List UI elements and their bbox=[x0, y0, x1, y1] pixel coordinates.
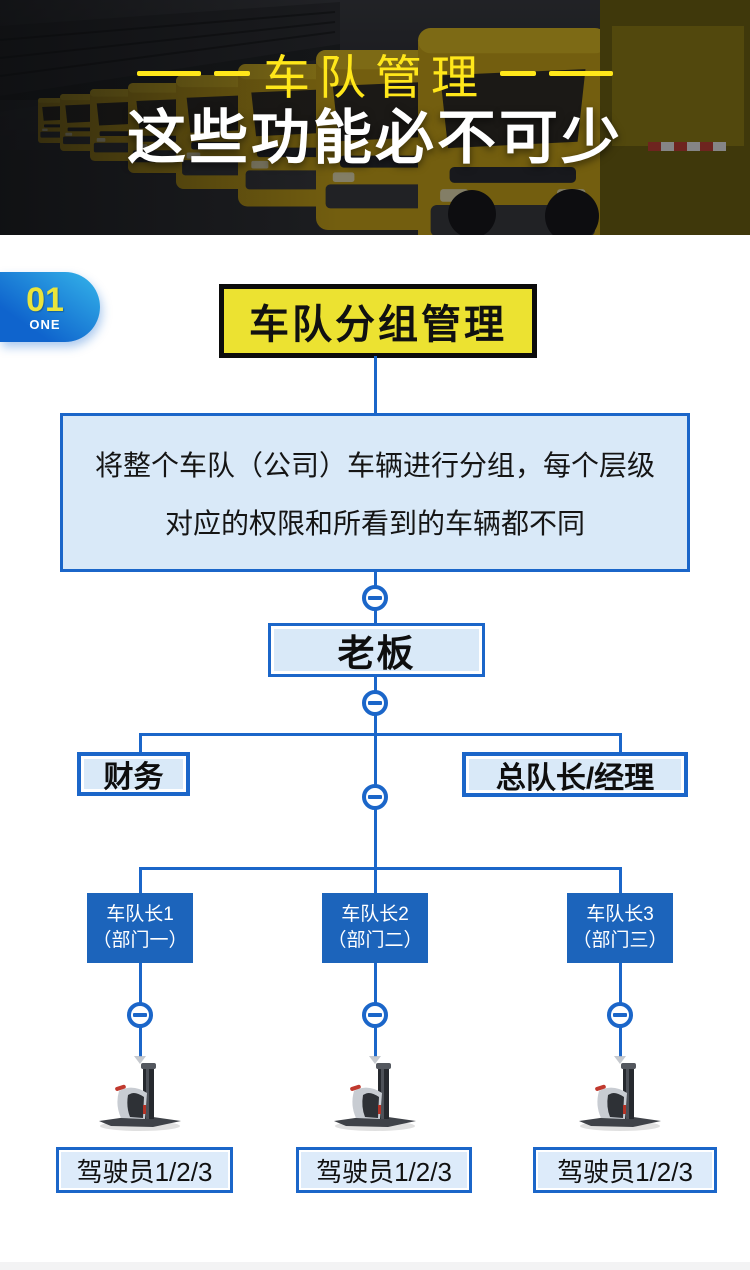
connector-line bbox=[138, 867, 622, 870]
captain-line1: 车队长1 bbox=[106, 904, 174, 925]
connector-line bbox=[618, 733, 622, 754]
minus-node-icon bbox=[362, 784, 388, 810]
header-title-row: 车队管理 bbox=[0, 44, 750, 104]
title-dash-icon bbox=[214, 70, 250, 76]
description-line: 对应的权限和所看到的车辆都不同 bbox=[164, 507, 585, 539]
connector-line bbox=[373, 356, 377, 413]
node-drivers-1: 驾驶员1/2/3 bbox=[56, 1147, 233, 1193]
minus-node-icon bbox=[607, 1002, 633, 1028]
header-banner: 车队管理 这些功能必不可少 bbox=[0, 0, 750, 235]
title-dash-icon bbox=[500, 70, 536, 76]
captain-line2: （部门三） bbox=[572, 930, 668, 951]
minus-node-icon bbox=[362, 585, 388, 611]
forklift-illustration bbox=[334, 1063, 416, 1131]
forklift-illustration bbox=[99, 1063, 181, 1131]
section-number-badge: 01 ONE bbox=[0, 272, 100, 342]
drivers-label: 驾驶员1/2/3 bbox=[557, 1156, 693, 1187]
node-finance-label: 财务 bbox=[103, 761, 164, 794]
captain-line1: 车队长2 bbox=[341, 904, 409, 925]
node-captain-3: 车队长3 （部门三） bbox=[567, 893, 673, 963]
connector-line bbox=[618, 867, 622, 895]
section-title-box: 车队分组管理 bbox=[219, 284, 537, 358]
node-captain-1: 车队长1 （部门一） bbox=[87, 893, 193, 963]
section-title: 车队分组管理 bbox=[249, 303, 507, 347]
minus-node-icon bbox=[362, 1002, 388, 1028]
node-finance: 财务 bbox=[77, 752, 190, 796]
node-manager: 总队长/经理 bbox=[462, 752, 688, 797]
down-arrow-icon bbox=[369, 1056, 381, 1064]
trucks-photo-background bbox=[0, 0, 750, 235]
title-dash-icon bbox=[549, 70, 613, 76]
node-boss: 老板 bbox=[268, 623, 485, 677]
node-drivers-2: 驾驶员1/2/3 bbox=[296, 1147, 472, 1193]
drivers-label: 驾驶员1/2/3 bbox=[76, 1156, 213, 1187]
header-title: 车队管理 bbox=[263, 50, 487, 104]
down-arrow-icon bbox=[134, 1056, 146, 1064]
description-box: 将整个车队（公司）车辆进行分组，每个层级 对应的权限和所看到的车辆都不同 bbox=[60, 413, 690, 572]
badge-number: 01 bbox=[26, 280, 64, 319]
node-drivers-3: 驾驶员1/2/3 bbox=[533, 1147, 717, 1193]
connector-line bbox=[138, 867, 142, 895]
down-arrow-icon bbox=[614, 1056, 626, 1064]
drivers-label: 驾驶员1/2/3 bbox=[316, 1156, 452, 1187]
node-captain-2: 车队长2 （部门二） bbox=[322, 893, 428, 963]
connector-line bbox=[138, 733, 622, 736]
footer-strip bbox=[0, 1262, 750, 1270]
badge-word: ONE bbox=[29, 316, 61, 332]
captain-line2: （部门一） bbox=[92, 930, 188, 951]
captain-line2: （部门二） bbox=[327, 930, 423, 951]
node-boss-label: 老板 bbox=[337, 633, 416, 674]
node-manager-label: 总队长/经理 bbox=[495, 761, 655, 795]
minus-node-icon bbox=[127, 1002, 153, 1028]
forklift-illustration bbox=[579, 1063, 661, 1131]
connector-line bbox=[138, 733, 142, 754]
header-subtitle: 这些功能必不可少 bbox=[126, 105, 623, 171]
captain-line1: 车队长3 bbox=[586, 904, 654, 925]
title-dash-icon bbox=[137, 70, 201, 76]
description-line: 将整个车队（公司）车辆进行分组，每个层级 bbox=[94, 449, 655, 481]
minus-node-icon bbox=[362, 690, 388, 716]
